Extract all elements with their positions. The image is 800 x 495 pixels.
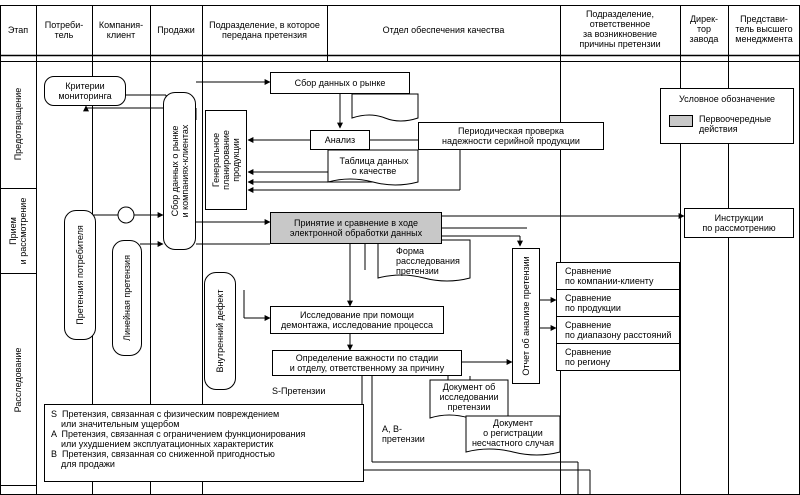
analysis-node: Анализ [310, 130, 370, 150]
legend-item: Первоочередные действия [699, 114, 772, 134]
importance-node: Определение важности по стадии и отделу,… [272, 350, 462, 376]
market-doc-shape [351, 93, 419, 122]
analysis-report-label: Отчет об анализе претензии [521, 256, 531, 376]
line-claim-box [112, 240, 142, 356]
ab-claims-label: A, B- претензии [382, 424, 425, 444]
header-mgmt: Представи- тель высшего менеджмента [735, 14, 793, 44]
internal-defect-label: Внутренний дефект [215, 289, 225, 373]
header-director: Дирек- тор завода [689, 14, 719, 44]
compare-distance-node: Сравнение по диапазону расстояний [556, 316, 680, 344]
header-sales: Продажи [157, 25, 195, 35]
investigation-form-shape [377, 239, 471, 282]
periodic-check-node: Периодическая проверка надежности серийн… [418, 122, 604, 150]
stage-prevention: Предотвращение [13, 87, 23, 161]
header-responsible: Подразделение, ответственное за возникно… [579, 9, 661, 49]
header-qa: Отдел обеспечения качества [382, 25, 505, 35]
criteria-node: Критерии мониторинга [44, 76, 126, 106]
claim-classes-box: S Претензия, связанная с физическим повр… [44, 404, 364, 482]
claim-classes-text: S Претензия, связанная с физическим повр… [51, 409, 306, 469]
quality-table-label: Таблица данных о качестве [339, 156, 409, 176]
instructions-node: Инструкции по рассмотрению [684, 208, 794, 238]
general-planning-box [205, 110, 247, 210]
line-claim-label: Линейная претензия [122, 255, 132, 341]
market-clients-box [163, 92, 196, 250]
accident-doc-shape [465, 415, 561, 456]
consumer-claim-box [64, 210, 96, 340]
accident-doc-label: Документ о регистрации несчастного случа… [471, 418, 555, 448]
header-division: Подразделение, в которое передана претен… [209, 20, 320, 40]
investigation-doc-label: Документ об исследовании претензии [439, 382, 499, 412]
header-consumer: Потреби- тель [44, 20, 84, 40]
investigation-form-label: Форма расследования претензии [396, 246, 460, 276]
compare-client-node: Сравнение по компании-клиенту [556, 262, 680, 290]
analysis-report-box [512, 248, 540, 384]
accept-compare-node: Принятие и сравнение в ходе электронной … [270, 212, 442, 244]
header-client: Компания- клиент [98, 20, 144, 40]
stage-investigation: Расследование [13, 347, 23, 413]
disassembly-node: Исследование при помощи демонтажа, иссле… [270, 306, 444, 334]
header-stage: Этап [7, 25, 29, 35]
internal-defect-box [204, 272, 236, 390]
consumer-claim-label: Претензия потребителя [75, 225, 85, 325]
stage-reception: Прием и рассмотрение [8, 197, 28, 265]
general-planning-label: Генеральное планирование продукции [211, 130, 241, 190]
legend-title: Условное обозначение [679, 94, 775, 104]
connector-circle [117, 206, 135, 224]
market-clients-label: Сбор данных о рынке и компаниях-клиентах [170, 124, 190, 218]
s-claims-label: S-Претензии [272, 386, 326, 396]
compare-region-node: Сравнение по региону [556, 343, 680, 371]
compare-product-node: Сравнение по продукции [556, 289, 680, 317]
market-data-node: Сбор данных о рынке [270, 72, 410, 94]
quality-table-shape [327, 149, 419, 186]
legend-box: Условное обозначение Первоочередные дейс… [660, 88, 794, 144]
legend-swatch [669, 115, 693, 127]
